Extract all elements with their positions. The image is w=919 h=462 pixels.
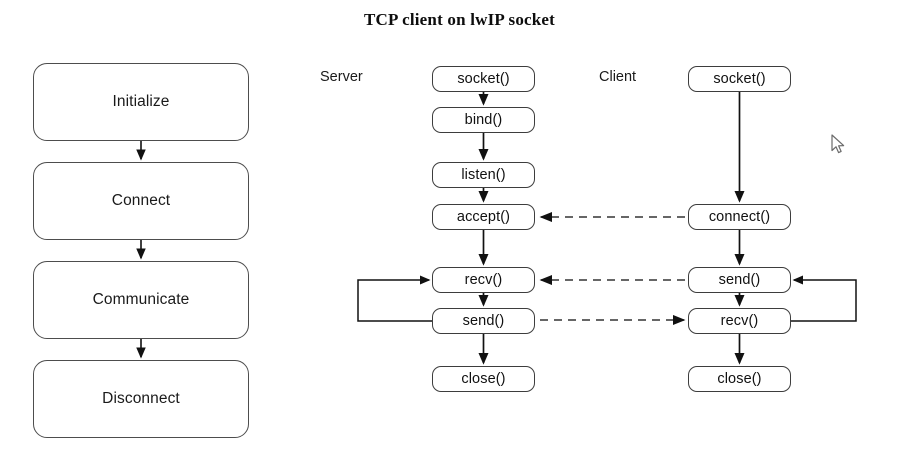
stage-label: Initialize <box>112 93 170 110</box>
call-label: send() <box>462 313 505 329</box>
call-label: bind() <box>464 112 503 128</box>
call-label: send() <box>718 272 761 288</box>
server-call-send[interactable]: send() <box>432 308 535 334</box>
client-call-recv[interactable]: recv() <box>688 308 791 334</box>
loop-server-send-to-recv <box>357 275 432 322</box>
call-label: listen() <box>461 167 506 183</box>
call-label: recv() <box>720 313 759 329</box>
server-call-listen[interactable]: listen() <box>432 162 535 188</box>
server-call-accept[interactable]: accept() <box>432 204 535 230</box>
stage-label: Communicate <box>92 291 190 308</box>
call-label: socket() <box>713 71 766 87</box>
call-label: accept() <box>456 209 511 225</box>
call-label: close() <box>461 371 506 387</box>
stage-box-initialize[interactable]: Initialize <box>33 63 249 141</box>
stage-box-disconnect[interactable]: Disconnect <box>33 360 249 438</box>
server-call-socket[interactable]: socket() <box>432 66 535 92</box>
client-call-connect[interactable]: connect() <box>688 204 791 230</box>
server-call-recv[interactable]: recv() <box>432 267 535 293</box>
stage-box-communicate[interactable]: Communicate <box>33 261 249 339</box>
client-call-socket[interactable]: socket() <box>688 66 791 92</box>
client-call-send[interactable]: send() <box>688 267 791 293</box>
stage-box-connect[interactable]: Connect <box>33 162 249 240</box>
call-label: socket() <box>457 71 510 87</box>
column-label-server: Server <box>320 69 363 85</box>
mouse-pointer-icon <box>831 134 845 154</box>
call-label: close() <box>717 371 762 387</box>
stage-label: Connect <box>111 192 171 209</box>
call-label: connect() <box>708 209 771 225</box>
stage-label: Disconnect <box>102 390 180 407</box>
call-label: recv() <box>464 272 503 288</box>
column-label-client: Client <box>599 69 637 85</box>
client-call-close[interactable]: close() <box>688 366 791 392</box>
server-call-close[interactable]: close() <box>432 366 535 392</box>
loop-client-recv-to-send <box>791 275 857 322</box>
server-call-bind[interactable]: bind() <box>432 107 535 133</box>
page-title: TCP client on lwIP socket <box>363 10 556 29</box>
